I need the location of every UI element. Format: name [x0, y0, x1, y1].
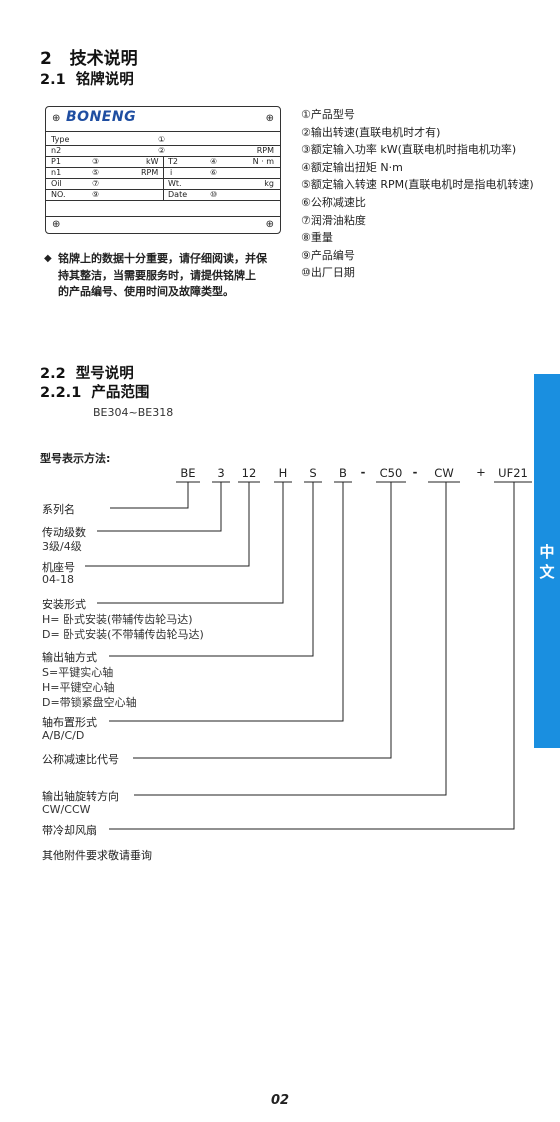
nameplate-legend: ①产品型号 ②输出转速(直联电机时才有) ③额定输入功率 kW(直联电机时指电机…: [301, 106, 534, 282]
nameplate-row: Type ①: [46, 134, 280, 146]
label-frame-sub: 04-18: [42, 573, 74, 586]
nameplate-cell: RPM: [141, 168, 159, 177]
nameplate-header: ⊕ BONENG ⊕: [46, 107, 280, 132]
legend-item: ⑨产品编号: [301, 248, 355, 262]
nameplate-cell: i: [170, 168, 173, 177]
screw-icon: ⊕: [52, 219, 61, 230]
screw-icon: ⊕: [52, 113, 61, 124]
note-line: 持其整洁，当需要服务时，请提供铭牌上: [58, 268, 256, 282]
code-part-shaft: S: [309, 466, 317, 480]
nameplate-cell: ②: [158, 146, 166, 155]
nameplate-cell: T2: [168, 157, 178, 166]
code-plus: +: [476, 465, 486, 479]
label-shaft: 输出轴方式: [42, 651, 97, 664]
nameplate-cell: ⑦: [92, 179, 100, 188]
nameplate-cell: ④: [210, 157, 218, 166]
nameplate-footer: ⊕ ⊕: [46, 217, 280, 233]
nameplate-cell: ⑥: [210, 168, 218, 177]
diamond-bullet-icon: ◆: [44, 253, 52, 264]
nameplate-cell: Date: [168, 190, 188, 199]
nameplate-cell: N · m: [252, 157, 274, 166]
legend-item: ⑥公称减速比: [301, 195, 366, 209]
nameplate-cell: ⑨: [92, 190, 100, 199]
nameplate-note: ◆ 铭牌上的数据十分重要，请仔细阅读，并保 持其整洁，当需要服务时，请提供铭牌上…: [44, 251, 284, 301]
nameplate-diagram: ⊕ BONENG ⊕ Type ① n2 ② RPM P1 ③ kW T2 ④ …: [45, 106, 281, 234]
nameplate-cell: RPM: [256, 146, 274, 155]
code-part-fan: UF21: [498, 466, 528, 480]
brand-logo: BONENG: [66, 109, 137, 125]
label-shaft-sub: S=平键实心轴: [42, 666, 114, 679]
page-number: 02: [270, 1093, 290, 1108]
label-mounting-sub: D= 卧式安装(不带辅传齿轮马达): [42, 628, 204, 641]
nameplate-cell: P1: [51, 157, 61, 166]
subsection-title-nameplate: 2.1 铭牌说明: [40, 72, 134, 88]
label-frame: 机座号: [42, 561, 75, 574]
nameplate-cell: ①: [158, 135, 166, 144]
nameplate-cell: n2: [51, 146, 62, 155]
legend-item: ⑦润滑油粘度: [301, 213, 366, 227]
nameplate-cell: ⑤: [92, 168, 100, 177]
label-rotation: 输出轴旋转方向: [42, 790, 119, 803]
legend-item: ②输出转速(直联电机时才有): [301, 125, 441, 139]
legend-item: ⑩出厂日期: [301, 266, 355, 280]
note-line: 的产品编号、使用时间及故障类型。: [58, 285, 234, 298]
nameplate-cell: n1: [51, 168, 62, 177]
code-part-arrangement: B: [339, 466, 347, 480]
code-dash: -: [412, 465, 418, 479]
label-rotation-sub: CW/CCW: [42, 803, 91, 816]
note-line: 铭牌上的数据十分重要，请仔细阅读，并保: [58, 252, 267, 265]
nameplate-cell: kW: [146, 157, 159, 166]
tab-char: 中: [539, 543, 555, 561]
code-dash: -: [360, 465, 366, 479]
label-mounting: 安装形式: [42, 598, 86, 611]
screw-icon: ⊕: [265, 219, 274, 230]
subsection-title-range: 2.2.1 产品范围: [40, 385, 150, 401]
code-part-stages: 3: [217, 466, 225, 480]
language-tab[interactable]: 中 文: [534, 374, 560, 748]
screw-icon: ⊕: [265, 113, 274, 124]
label-stages: 传动级数: [42, 526, 86, 539]
nameplate-cell: Type: [51, 135, 70, 144]
label-arrangement-sub: A/B/C/D: [42, 729, 85, 742]
nameplate-cell: ⑩: [210, 190, 218, 199]
nameplate-cell: kg: [264, 179, 274, 188]
model-method-label: 型号表示方法:: [40, 452, 111, 465]
label-ratio: 公称减速比代号: [42, 753, 119, 766]
label-mounting-sub: H= 卧式安装(带辅传齿轮马达): [42, 613, 193, 626]
code-part-rotation: CW: [434, 466, 454, 480]
legend-item: ⑤额定输入转速 RPM(直联电机时是指电机转速): [301, 178, 534, 192]
label-shaft-sub: D=带锁紧盘空心轴: [42, 696, 137, 709]
label-fan: 带冷却风扇: [42, 824, 97, 837]
legend-item: ④额定输出扭矩 N·m: [301, 160, 403, 174]
code-part-frame: 12: [241, 466, 257, 480]
label-stages-sub: 3级/4级: [42, 540, 82, 553]
section-title: 2 技术说明: [40, 49, 138, 69]
nameplate-cell: Oil: [51, 179, 62, 188]
product-range: BE304~BE318: [93, 406, 174, 419]
subsection-title-model: 2.2 型号说明: [40, 366, 134, 382]
label-shaft-sub: H=平键空心轴: [42, 681, 115, 694]
legend-item: ①产品型号: [301, 108, 355, 121]
legend-item: ⑧重量: [301, 231, 333, 245]
nameplate-cell: ③: [92, 157, 100, 166]
code-part-ratio: C50: [379, 466, 403, 480]
nameplate-row: NO. ⑨ Date ⑩: [46, 189, 280, 201]
tab-char: 文: [539, 563, 555, 581]
other-accessories-note: 其他附件要求敬请垂询: [42, 849, 152, 862]
code-part-mounting: H: [278, 466, 288, 480]
code-part-series: BE: [180, 466, 196, 480]
label-series: 系列名: [42, 503, 75, 516]
label-arrangement: 轴布置形式: [42, 716, 97, 729]
nameplate-cell: NO.: [51, 190, 66, 199]
legend-item: ③额定输入功率 kW(直联电机时指电机功率): [301, 143, 517, 157]
nameplate-cell: Wt.: [168, 179, 182, 188]
